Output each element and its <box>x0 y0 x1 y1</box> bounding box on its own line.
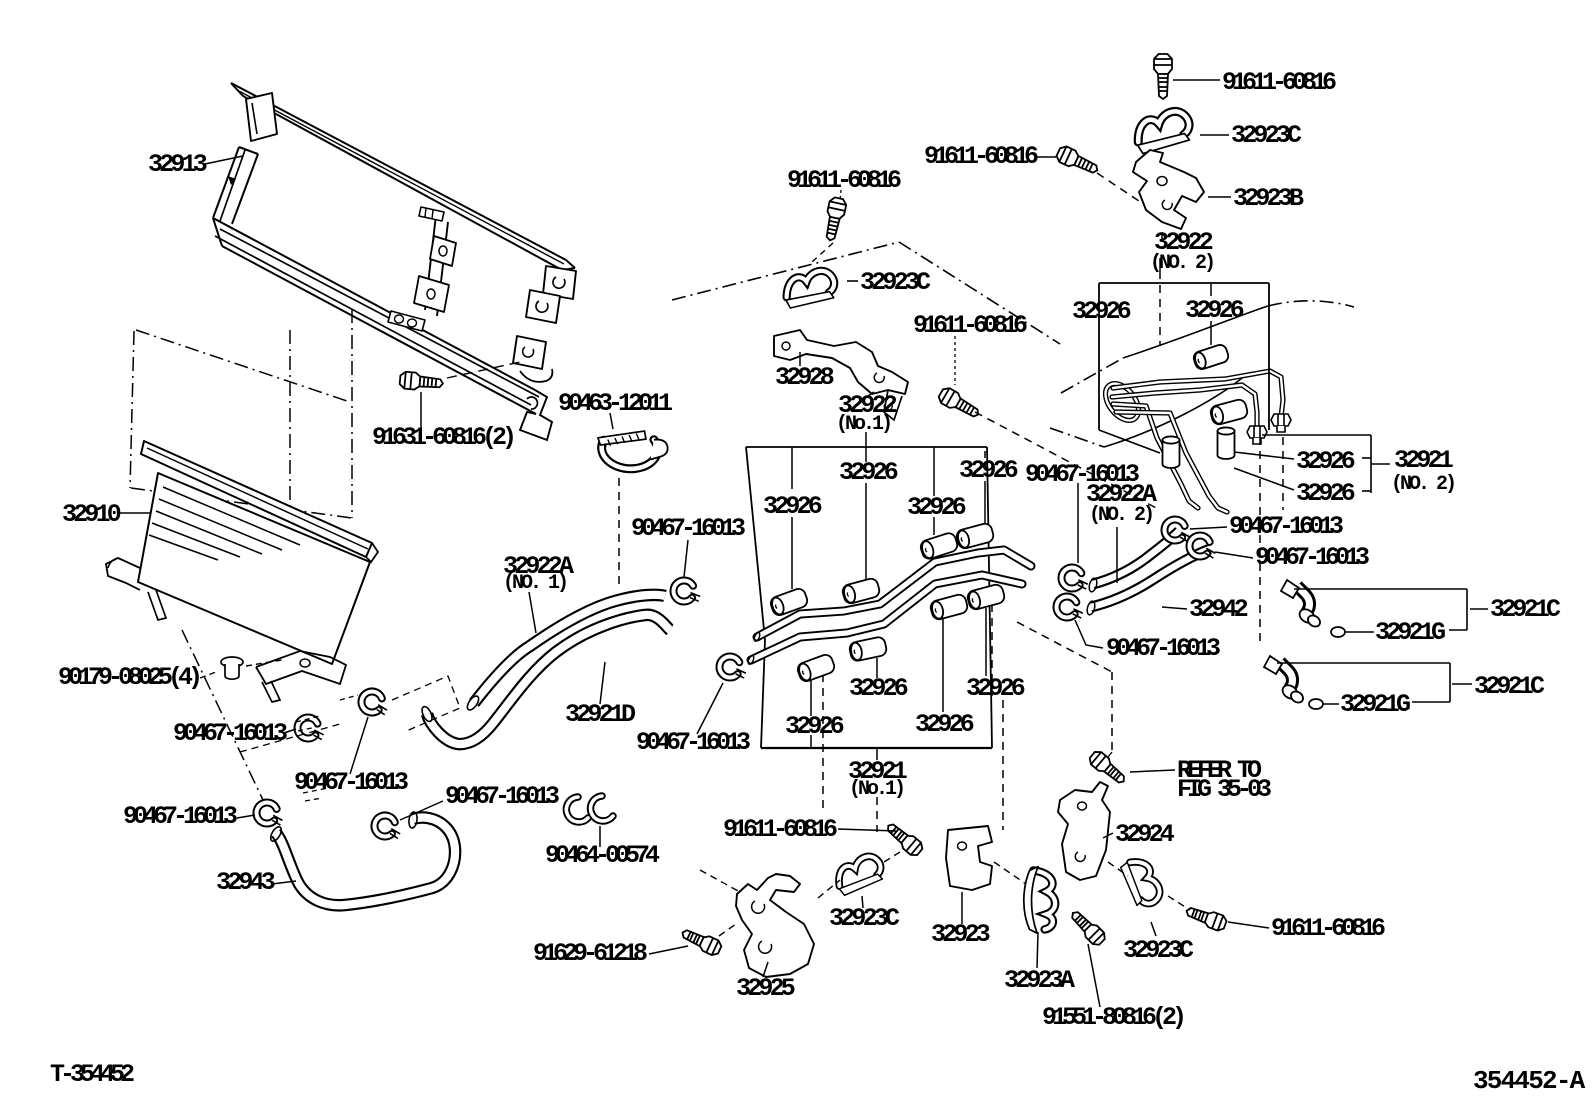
svg-text:32923C: 32923C <box>829 904 900 933</box>
svg-text:90467-16013: 90467-16013 <box>636 728 750 757</box>
svg-text:32942: 32942 <box>1189 595 1248 624</box>
svg-text:90467-16013: 90467-16013 <box>1255 543 1369 572</box>
svg-text:90467-16013: 90467-16013 <box>1025 460 1139 489</box>
svg-text:32923C: 32923C <box>1123 936 1194 965</box>
svg-text:90179-08025(4): 90179-08025(4) <box>58 663 199 692</box>
svg-text:32921G: 32921G <box>1340 690 1410 719</box>
svg-text:91611-60816: 91611-60816 <box>913 311 1027 340</box>
svg-text:32926: 32926 <box>915 710 974 739</box>
svg-text:32926: 32926 <box>763 492 822 521</box>
svg-text:(NO. 2): (NO. 2) <box>1391 473 1454 496</box>
svg-text:90467-16013: 90467-16013 <box>123 802 237 831</box>
svg-text:32923C: 32923C <box>860 268 931 297</box>
svg-text:32910: 32910 <box>62 500 121 529</box>
svg-text:32921C: 32921C <box>1490 595 1561 624</box>
svg-text:91551-80816(2): 91551-80816(2) <box>1042 1003 1183 1032</box>
svg-text:32926: 32926 <box>1185 296 1244 325</box>
svg-text:(No.1): (No.1) <box>849 778 903 801</box>
svg-text:32926: 32926 <box>1072 297 1131 326</box>
svg-text:90467-16013: 90467-16013 <box>631 514 745 543</box>
svg-text:32922: 32922 <box>1154 228 1213 257</box>
svg-text:32943: 32943 <box>216 868 275 897</box>
svg-text:91611-60816: 91611-60816 <box>723 815 837 844</box>
svg-text:91611-60816: 91611-60816 <box>924 142 1038 171</box>
svg-text:32913: 32913 <box>148 150 207 179</box>
svg-text:32926: 32926 <box>1296 479 1355 508</box>
svg-text:354452-A: 354452-A <box>1473 1066 1586 1096</box>
svg-text:90467-16013: 90467-16013 <box>173 719 287 748</box>
svg-text:T-354452: T-354452 <box>50 1060 134 1089</box>
svg-text:32922A: 32922A <box>1086 480 1157 509</box>
svg-text:32926: 32926 <box>907 493 966 522</box>
svg-text:REFER TO: REFER TO <box>1177 756 1262 785</box>
svg-text:32921: 32921 <box>1394 446 1453 475</box>
svg-text:(NO. 2): (NO. 2) <box>1150 252 1213 275</box>
svg-text:(No.1): (No.1) <box>836 413 890 436</box>
svg-text:32926: 32926 <box>1296 447 1355 476</box>
svg-text:32924: 32924 <box>1115 820 1175 849</box>
svg-text:32926: 32926 <box>849 674 908 703</box>
svg-text:90463-12011: 90463-12011 <box>558 389 672 418</box>
svg-text:(NO. 2): (NO. 2) <box>1089 504 1152 527</box>
svg-text:90464-00574: 90464-00574 <box>545 841 660 870</box>
svg-text:32921D: 32921D <box>565 700 636 729</box>
svg-text:91631-60816(2): 91631-60816(2) <box>372 423 513 452</box>
svg-text:32926: 32926 <box>966 674 1025 703</box>
svg-text:90467-16013: 90467-16013 <box>1106 634 1220 663</box>
svg-text:32923B: 32923B <box>1233 184 1304 213</box>
svg-text:32926: 32926 <box>785 712 844 741</box>
svg-text:32922: 32922 <box>838 391 897 420</box>
svg-text:FIG 35-03: FIG 35-03 <box>1177 775 1271 804</box>
svg-text:90467-16013: 90467-16013 <box>1229 512 1343 541</box>
svg-text:91629-61218: 91629-61218 <box>533 939 647 968</box>
svg-text:90467-16013: 90467-16013 <box>294 768 408 797</box>
svg-text:91611-60816: 91611-60816 <box>787 166 901 195</box>
svg-text:90467-16013: 90467-16013 <box>445 782 559 811</box>
svg-text:32926: 32926 <box>839 458 898 487</box>
svg-text:32921C: 32921C <box>1474 672 1545 701</box>
svg-text:91611-60816: 91611-60816 <box>1271 914 1385 943</box>
svg-text:32928: 32928 <box>775 363 834 392</box>
svg-text:32922A: 32922A <box>503 552 574 581</box>
svg-text:32923: 32923 <box>931 920 990 949</box>
svg-text:32921: 32921 <box>848 757 907 786</box>
svg-text:32921G: 32921G <box>1375 618 1445 647</box>
svg-text:(NO. 1): (NO. 1) <box>503 572 566 595</box>
svg-text:32926: 32926 <box>959 456 1018 485</box>
svg-text:32923A: 32923A <box>1004 966 1075 995</box>
svg-text:32923C: 32923C <box>1231 121 1302 150</box>
svg-text:32925: 32925 <box>736 974 795 1003</box>
svg-text:91611-60816: 91611-60816 <box>1222 68 1336 97</box>
